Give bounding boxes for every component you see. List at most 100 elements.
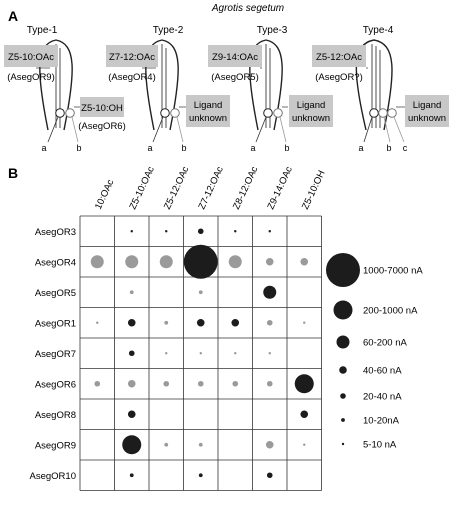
response-dot — [163, 380, 170, 387]
legend-label: 10-20nA — [363, 416, 400, 427]
legend-dot — [341, 418, 345, 422]
neuron-label: b — [76, 143, 81, 153]
ligand-box — [106, 45, 158, 67]
receptor-row-label: AsegOR10 — [30, 471, 76, 482]
response-dot — [199, 352, 202, 355]
response-dot — [265, 440, 274, 449]
ligand-box — [289, 95, 333, 127]
neuron-label: a — [358, 143, 363, 153]
neuron-c — [387, 108, 397, 118]
neuron-label: a — [250, 143, 255, 153]
response-dot — [198, 290, 203, 295]
neuron-b — [273, 108, 283, 118]
legend-label: 200-1000 nA — [363, 306, 418, 317]
sensillum-outline — [355, 39, 393, 131]
response-dot — [159, 255, 173, 269]
response-dot — [268, 230, 271, 233]
legend-dot — [339, 366, 347, 374]
response-dot — [196, 318, 205, 327]
response-dot — [130, 230, 133, 233]
sensillum-type-2: Z7-12:OAc (AsegOR4) Ligand unknown a b — [106, 39, 230, 153]
response-dot — [94, 380, 101, 387]
axon — [176, 116, 184, 143]
response-dot — [127, 410, 136, 419]
response-dot — [122, 435, 142, 455]
sensillum-outline — [249, 39, 283, 131]
axon — [393, 116, 405, 143]
type-4-title: Type-4 — [363, 25, 394, 36]
response-dot — [90, 255, 104, 269]
ligand-label: unknown — [189, 113, 227, 124]
neuron-a — [369, 108, 379, 118]
axon — [255, 116, 267, 143]
panel-a-letter: A — [8, 8, 18, 24]
sensillum-type-3: Z9-14:OAc (AsegOR5) Ligand unknown a b — [208, 39, 333, 153]
ligand-column-label: Z5-10:OAc — [127, 165, 156, 212]
legend-dot — [340, 393, 346, 399]
response-dot — [303, 321, 306, 324]
response-dot — [294, 374, 314, 394]
neuron-label: b — [284, 143, 289, 153]
receptor-label: (AsegOR5) — [211, 72, 259, 83]
receptor-label: (AsegOR6) — [78, 121, 126, 132]
legend-dot — [333, 300, 353, 320]
receptor-row-label: AsegOR9 — [35, 440, 76, 451]
ligand-label: Ligand — [413, 100, 442, 111]
response-dot — [165, 230, 168, 233]
sensillum-type-4: Z5-12:OAc (AsegOR?) Ligand unknown a b c — [312, 39, 449, 153]
ligand-box — [208, 45, 262, 67]
response-dot — [231, 318, 240, 327]
ligand-label: Z9-14:OAc — [212, 52, 258, 63]
axon — [152, 116, 164, 143]
ligand-label: Z7-12:OAc — [109, 52, 155, 63]
panel-a: A Agrotis segetum Type-1 Type-2 Type-3 T… — [4, 3, 449, 153]
type-1-title: Type-1 — [27, 25, 58, 36]
legend-label: 5-10 nA — [363, 440, 397, 451]
neuron-b — [65, 108, 75, 118]
legend-dot — [326, 253, 360, 287]
response-dot — [266, 472, 273, 479]
axon — [363, 116, 373, 143]
neuron-label: b — [181, 143, 186, 153]
ligand-column-label: Z9-14:OAc — [265, 165, 294, 212]
legend-label: 40-60 nA — [363, 366, 402, 377]
sensillum-outline — [39, 39, 73, 131]
ligand-column-label: Z5-12:OAc — [162, 165, 191, 212]
receptor-row-label: AsegOR4 — [35, 257, 76, 268]
ligand-column-label: Z5-10:OH — [300, 169, 328, 212]
legend-label: 1000-7000 nA — [363, 266, 423, 277]
ligand-column-label: 10:OAc — [93, 178, 116, 212]
neuron-b — [378, 108, 388, 118]
neuron-label: a — [41, 143, 46, 153]
ligand-box — [4, 45, 58, 67]
response-dot — [127, 379, 136, 388]
sensillum-type-1: Z5-10:OAc (AsegOR9) Z5-10:OH (AsegOR6) a… — [4, 39, 126, 153]
ligand-column-label: Z7-12:OAc — [196, 165, 225, 212]
response-dot — [234, 352, 237, 355]
ligand-label: Ligand — [297, 100, 326, 111]
response-dot — [198, 442, 203, 447]
ligand-box — [312, 45, 366, 67]
neuron-a — [55, 108, 65, 118]
response-dot — [300, 410, 309, 419]
response-dot — [96, 321, 99, 324]
receptor-row-label: AsegOR8 — [35, 410, 76, 421]
response-dot — [127, 318, 136, 327]
response-dot — [164, 320, 169, 325]
sensillum-outline — [145, 39, 179, 131]
neuron-a — [160, 108, 170, 118]
type-2-title: Type-2 — [153, 25, 184, 36]
ligand-label: unknown — [408, 113, 446, 124]
ligand-label: Ligand — [194, 100, 223, 111]
response-dot — [232, 380, 239, 387]
response-dot — [125, 255, 139, 269]
axon — [279, 116, 287, 143]
legend-dot — [341, 442, 345, 446]
response-dot — [265, 257, 274, 266]
ligand-label: Z5-10:OAc — [8, 52, 54, 63]
receptor-label: (AsegOR9) — [7, 72, 55, 83]
response-dot — [234, 230, 237, 233]
